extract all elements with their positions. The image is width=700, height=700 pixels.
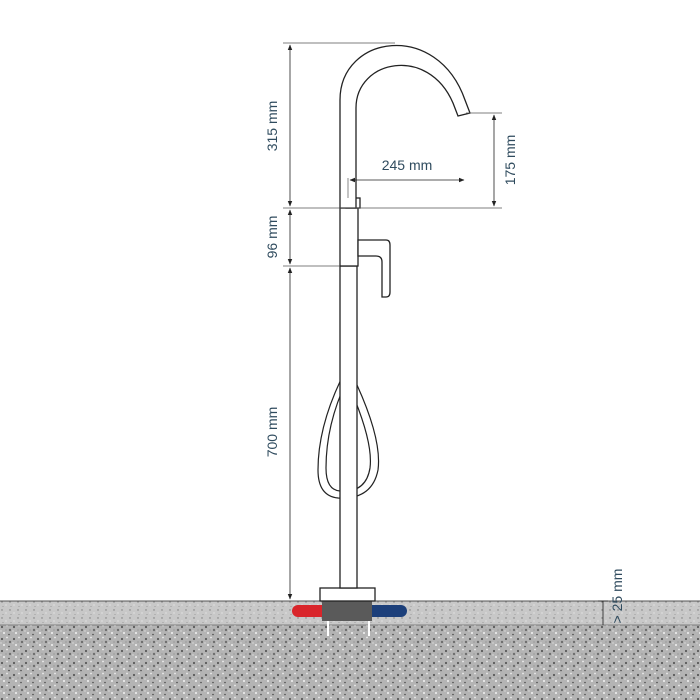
floor-base-layer [0,625,700,700]
label-column-height: 700 mm [264,407,280,458]
faucet [317,44,471,602]
dimension-labels: 315 mm 96 mm 700 mm 245 mm 175 mm > 25 m… [264,101,625,624]
lever-handle [357,239,391,298]
mounting-block [322,601,372,621]
supply-pipes [292,601,407,636]
label-floor-depth: > 25 mm [609,569,625,624]
dimension-lines [283,42,608,625]
label-spout-drop: 175 mm [502,135,518,186]
mixer-body [339,207,359,267]
label-spout-height: 315 mm [264,101,280,152]
faucet-base-plate [319,587,376,602]
gooseneck-spout [339,44,471,209]
label-body-height: 96 mm [264,216,280,259]
faucet-column [339,265,358,589]
label-spout-reach: 245 mm [382,157,433,173]
